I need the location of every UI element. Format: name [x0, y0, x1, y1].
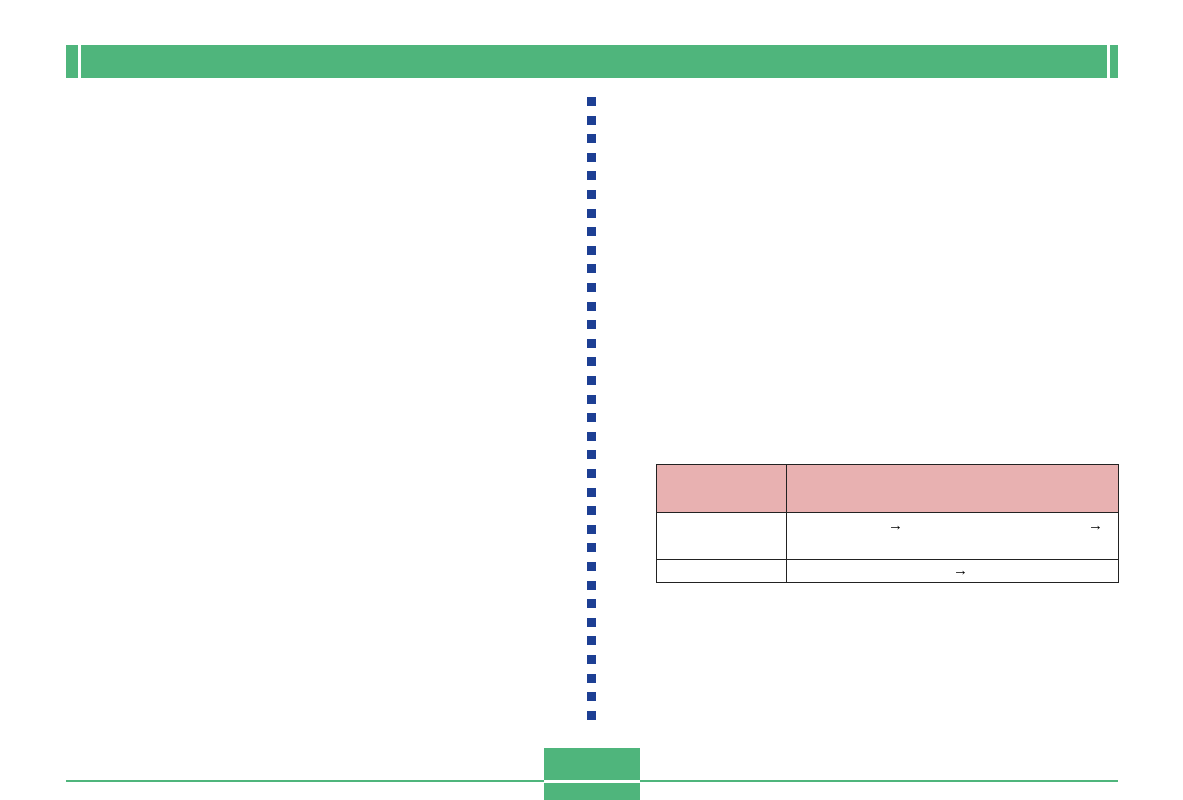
divider-dot	[587, 674, 596, 683]
header-notch-right	[1107, 45, 1110, 78]
table-row: → →	[656, 512, 1119, 560]
page-number-tab	[544, 748, 640, 800]
divider-dot	[587, 469, 596, 478]
table-row: →	[656, 559, 1119, 583]
divider-dot	[587, 357, 596, 366]
divider-dot	[587, 562, 596, 571]
divider-dot	[587, 97, 596, 106]
table-header-row	[656, 464, 1119, 513]
table-header-cell	[786, 464, 1119, 513]
table-cell	[656, 559, 787, 583]
divider-dot	[587, 264, 596, 273]
divider-dot	[587, 432, 596, 441]
divider-dot	[587, 320, 596, 329]
divider-dot	[587, 339, 596, 348]
divider-dot	[587, 171, 596, 180]
right-arrow-icon: →	[888, 517, 903, 534]
right-arrow-icon: →	[953, 562, 968, 579]
divider-dot	[587, 450, 596, 459]
divider-dot	[587, 376, 596, 385]
column-divider	[587, 97, 597, 727]
divider-dot	[587, 153, 596, 162]
divider-dot	[587, 283, 596, 292]
table-cell: →	[786, 559, 1119, 583]
page-tab-gap	[544, 780, 640, 783]
divider-dot	[587, 525, 596, 534]
divider-dot	[587, 692, 596, 701]
divider-dot	[587, 655, 596, 664]
table-cell: → →	[786, 512, 1119, 560]
divider-dot	[587, 506, 596, 515]
table-cell	[656, 512, 787, 560]
divider-dot	[587, 209, 596, 218]
divider-dot	[587, 488, 596, 497]
divider-dot	[587, 227, 596, 236]
divider-dot	[587, 711, 596, 720]
table-header-cell	[656, 464, 787, 513]
divider-dot	[587, 581, 596, 590]
divider-dot	[587, 599, 596, 608]
header-notch-left	[78, 45, 81, 78]
divider-dot	[587, 543, 596, 552]
reference-table: → → →	[656, 464, 1119, 583]
divider-dot	[587, 116, 596, 125]
header-bar	[66, 45, 1118, 78]
divider-dot	[587, 618, 596, 627]
divider-dot	[587, 413, 596, 422]
divider-dot	[587, 190, 596, 199]
divider-dot	[587, 134, 596, 143]
divider-dot	[587, 302, 596, 311]
divider-dot	[587, 636, 596, 645]
divider-dot	[587, 246, 596, 255]
divider-dot	[587, 395, 596, 404]
right-arrow-icon: →	[1088, 517, 1103, 534]
